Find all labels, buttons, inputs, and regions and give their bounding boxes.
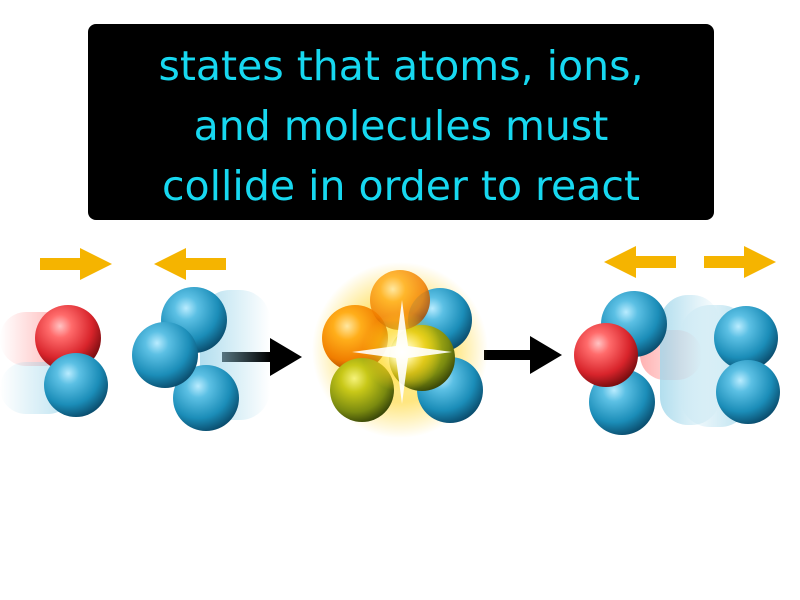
definition-line-2: and molecules must bbox=[193, 102, 609, 150]
arrow-right-icon bbox=[40, 248, 112, 280]
blue-atom bbox=[714, 306, 778, 370]
reactant-molecule-red-blue bbox=[0, 305, 108, 417]
arrow-right-icon bbox=[484, 336, 562, 374]
definition-line-1: states that atoms, ions, bbox=[158, 42, 644, 90]
reactant-molecule-blue-triple bbox=[132, 287, 270, 431]
definition-caption: states that atoms, ions, and molecules m… bbox=[88, 24, 714, 220]
collision-burst bbox=[312, 262, 488, 438]
arrow-left-icon bbox=[604, 246, 676, 278]
definition-line-3: collide in order to react bbox=[162, 162, 640, 210]
arrow-right-icon bbox=[704, 246, 776, 278]
blue-atom bbox=[173, 365, 239, 431]
red-atom bbox=[574, 323, 638, 387]
blue-atom bbox=[716, 360, 780, 424]
blue-atom bbox=[132, 322, 198, 388]
blue-atom bbox=[44, 353, 108, 417]
product-molecule-blue-pair bbox=[680, 305, 780, 427]
arrow-left-icon bbox=[154, 248, 226, 280]
